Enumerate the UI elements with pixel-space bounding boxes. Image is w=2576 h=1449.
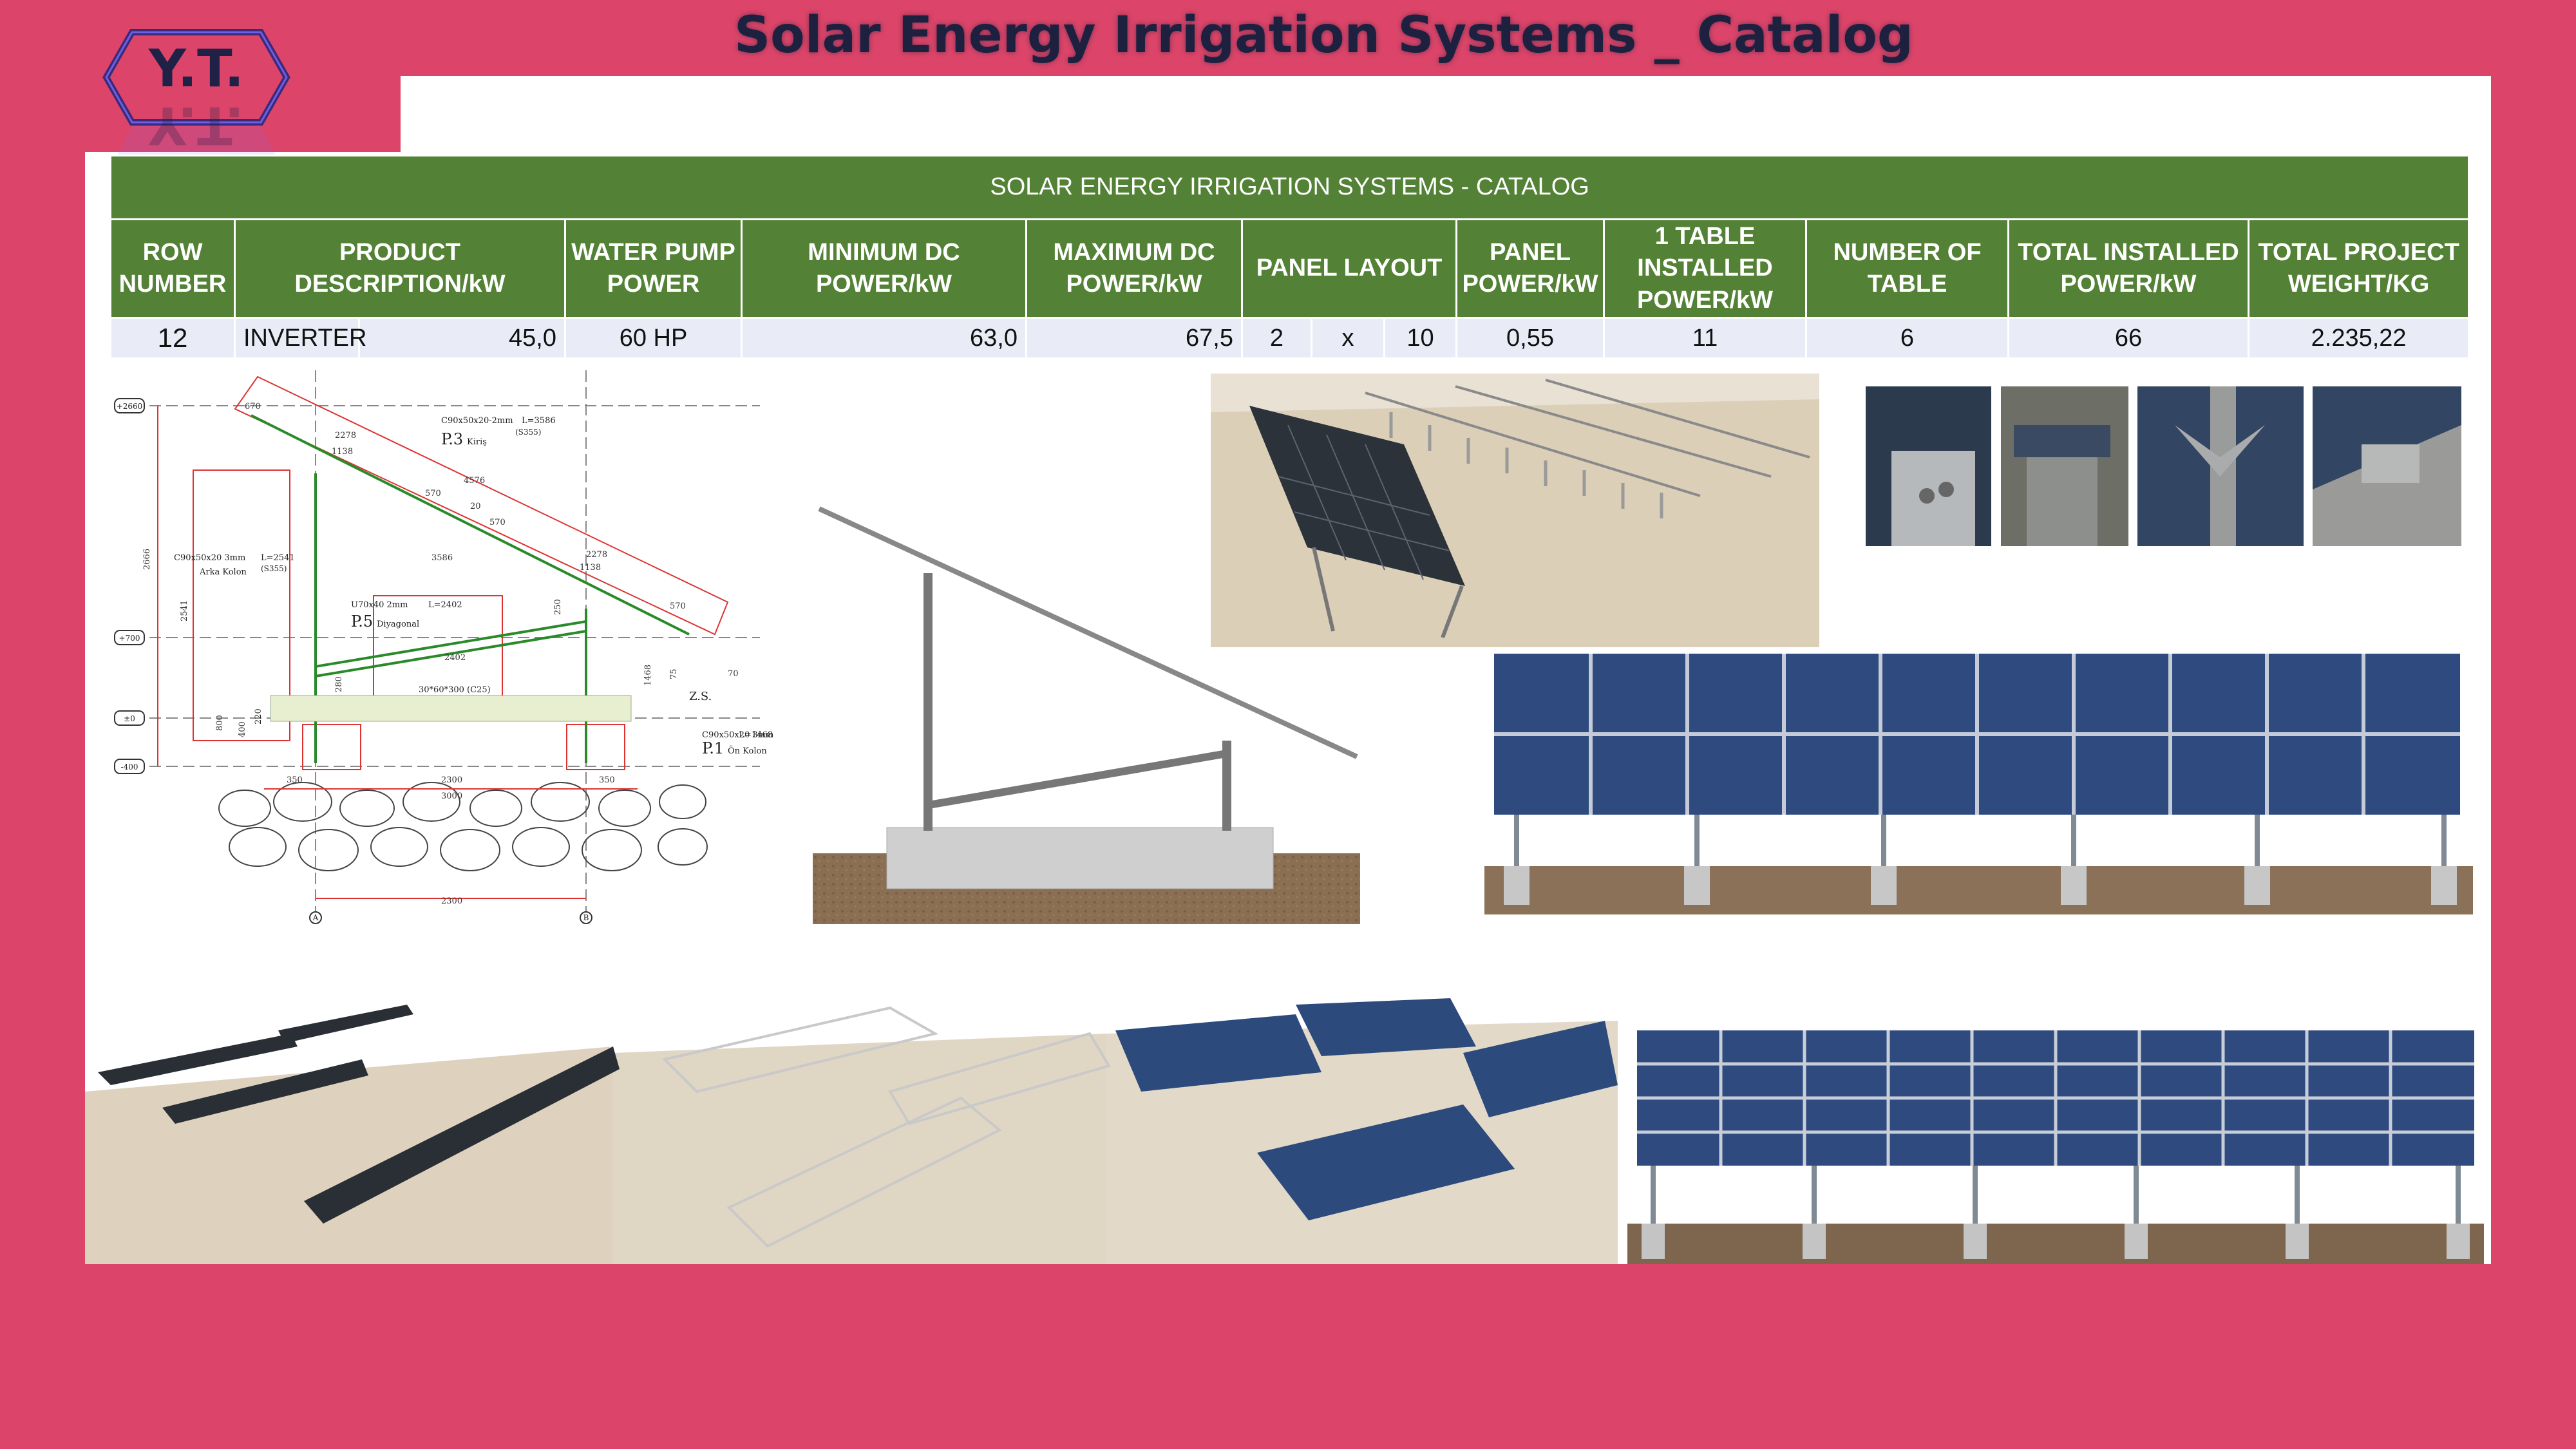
cell-panel-power: 0,55 bbox=[1455, 317, 1605, 359]
dim-22: 220 bbox=[254, 708, 263, 724]
back-column-spec: C90x50x20 3mm bbox=[174, 553, 245, 563]
catalog-table: SOLAR ENERGY IRRIGATION SYSTEMS - CATALO… bbox=[109, 155, 2470, 359]
header-panel-power: PANEL POWER/kW bbox=[1455, 218, 1605, 319]
double-row-table-render bbox=[1627, 1030, 2484, 1264]
dim-3: 1138 bbox=[332, 447, 353, 457]
dim-23: 350 bbox=[287, 775, 303, 785]
dim-17: 280 bbox=[334, 676, 344, 692]
dim-4: 570 bbox=[425, 489, 441, 498]
back-column-grade: (S355) bbox=[261, 564, 287, 573]
zs-label: Z.S. bbox=[689, 690, 712, 703]
table-banner: SOLAR ENERGY IRRIGATION SYSTEMS - CATALO… bbox=[109, 155, 2470, 220]
cell-water-pump-power: 60 HP bbox=[564, 317, 743, 359]
dim-5: 4576 bbox=[464, 476, 485, 486]
header-row-number: ROW NUMBER bbox=[109, 218, 236, 319]
back-column-name: Arka Kolon bbox=[199, 567, 247, 577]
yt-logo: Y.T. Y.T. bbox=[97, 19, 296, 174]
dim-1: 670 bbox=[245, 402, 261, 412]
panel-table-front-render bbox=[1484, 654, 2473, 914]
table-row: 12 INVERTER 45,0 60 HP 63,0 67,5 2 x 10 … bbox=[109, 317, 2470, 359]
elev-label-4: -400 bbox=[121, 762, 138, 772]
cell-total-installed-power: 66 bbox=[2007, 317, 2249, 359]
single-structure-render bbox=[813, 506, 1360, 924]
page-title: Solar Energy Irrigation Systems _ Catalo… bbox=[734, 6, 1913, 64]
dim-15: 250 bbox=[553, 599, 563, 615]
cell-total-project-weight: 2.235,22 bbox=[2247, 317, 2470, 359]
dim-12: 2666 bbox=[142, 549, 152, 570]
dim-27: 2300 bbox=[441, 896, 462, 906]
dim-14: 2402 bbox=[444, 653, 466, 663]
axis-b-label: B bbox=[583, 913, 589, 922]
cell-layout-x: x bbox=[1311, 317, 1385, 359]
dim-16: 1468 bbox=[643, 665, 653, 686]
dim-20: 800 bbox=[215, 715, 225, 731]
p1-label: P.1 bbox=[702, 739, 724, 757]
cell-min-dc-power: 63,0 bbox=[741, 317, 1027, 359]
structure-technical-drawing: +2660 +700 ±0 -400 A B 670 2278 1138 bbox=[114, 370, 773, 924]
p3-grade: (S355) bbox=[515, 428, 542, 437]
p3-name: Kiriş bbox=[467, 437, 487, 447]
p5-label: P.5 bbox=[351, 612, 373, 630]
elev-label-2: +700 bbox=[119, 634, 140, 643]
dim-7: 570 bbox=[489, 518, 506, 527]
p5-spec: U70x40 2mm bbox=[351, 600, 408, 610]
field-installations-renders bbox=[85, 995, 1618, 1264]
structure-rows-render bbox=[1211, 374, 1819, 647]
dim-21: 400 bbox=[238, 721, 247, 737]
header-total-project-weight: TOTAL PROJECT WEIGHT/KG bbox=[2247, 218, 2470, 319]
header-number-of-table: NUMBER OF TABLE bbox=[1805, 218, 2009, 319]
p1-length: L=1468 bbox=[739, 730, 773, 740]
dim-13: 2541 bbox=[180, 600, 189, 621]
logo-hexagon-icon bbox=[102, 29, 290, 158]
sheet-notch bbox=[85, 76, 401, 152]
header-total-installed-power: TOTAL INSTALLED POWER/kW bbox=[2007, 218, 2249, 319]
dim-6: 20 bbox=[470, 502, 481, 511]
dim-2: 2278 bbox=[335, 431, 356, 440]
dim-10: 3586 bbox=[431, 553, 453, 563]
dim-24: 2300 bbox=[441, 775, 462, 785]
p5-length: L=2402 bbox=[428, 600, 462, 610]
dim-8: 2278 bbox=[586, 550, 607, 560]
dim-26: 3000 bbox=[441, 791, 462, 801]
header-min-dc-power: MINIMUM DC POWER/kW bbox=[741, 218, 1027, 319]
cell-table-installed-power: 11 bbox=[1603, 317, 1807, 359]
dim-11: 570 bbox=[670, 601, 686, 611]
back-column-length: L=2541 bbox=[261, 553, 295, 563]
cell-layout-cols: 10 bbox=[1383, 317, 1457, 359]
cell-layout-rows: 2 bbox=[1241, 317, 1312, 359]
header-water-pump-power: WATER PUMP POWER bbox=[564, 218, 743, 319]
elev-label-3: ±0 bbox=[124, 714, 135, 723]
header-table-installed-power: 1 TABLE INSTALLED POWER/kW bbox=[1603, 218, 1807, 319]
dim-9: 1138 bbox=[580, 563, 601, 573]
p3-spec: C90x50x20-2mm bbox=[441, 416, 513, 426]
clamp-detail-renders bbox=[1866, 386, 2461, 546]
cell-row-number: 12 bbox=[109, 317, 236, 359]
dim-25: 350 bbox=[599, 775, 615, 785]
cell-product-kw: 45,0 bbox=[358, 317, 566, 359]
p3-length: L=3586 bbox=[522, 416, 556, 426]
logo-text-reflection: Y.T. bbox=[149, 95, 244, 155]
dim-18: 75 bbox=[669, 668, 679, 679]
concrete-label: 30*60*300 (C25) bbox=[419, 685, 491, 695]
cell-product: INVERTER bbox=[234, 317, 366, 359]
elev-label-1: +2660 bbox=[117, 402, 143, 411]
logo-text: Y.T. bbox=[149, 39, 244, 99]
p5-name: Diyagonal bbox=[377, 620, 419, 629]
header-panel-layout: PANEL LAYOUT bbox=[1241, 218, 1457, 319]
cell-number-of-table: 6 bbox=[1805, 317, 2009, 359]
p1-name: Ön Kolon bbox=[728, 745, 767, 756]
dim-19: 70 bbox=[728, 669, 739, 679]
p1-spec: C90x50x20 3mm bbox=[702, 730, 773, 740]
header-product-description: PRODUCT DESCRIPTION/kW bbox=[234, 218, 566, 319]
p3-label: P.3 bbox=[441, 430, 463, 448]
axis-a-label: A bbox=[312, 913, 319, 922]
header-max-dc-power: MAXIMUM DC POWER/kW bbox=[1025, 218, 1243, 319]
cell-max-dc-power: 67,5 bbox=[1025, 317, 1243, 359]
